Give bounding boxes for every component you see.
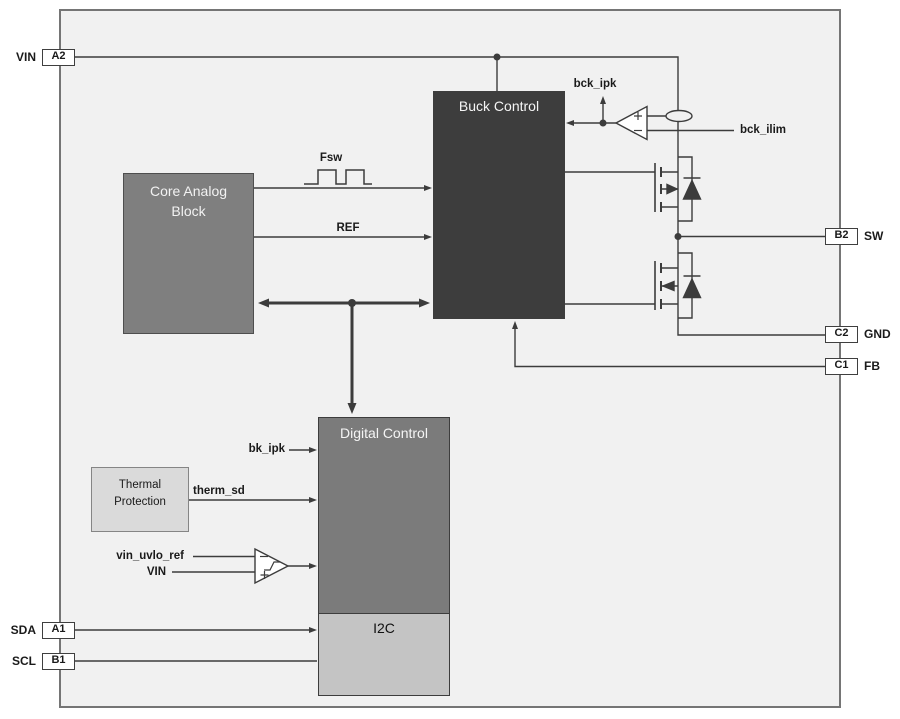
pin-label-sda: SDA <box>10 623 36 637</box>
signal-label-fsw: Fsw <box>319 152 343 164</box>
pin-ball-c2: C2 <box>825 326 858 343</box>
digital-control-block: Digital Control I2C <box>318 417 450 696</box>
pin-ball-a2: A2 <box>42 49 75 66</box>
pin-ball-b1: B1 <box>42 653 75 670</box>
digital-control-section: Digital Control <box>319 418 449 613</box>
signal-label-ref: REF <box>336 222 360 234</box>
signal-label-bck-ilim: bck_ilim <box>740 124 787 136</box>
pin-label-gnd: GND <box>864 327 891 341</box>
core-analog-block: Core Analog Block <box>123 173 254 334</box>
signal-label-bk-ipk: bk_ipk <box>248 443 285 455</box>
buck-control-block-title: Buck Control <box>458 98 540 114</box>
pin-label-vin: VIN <box>15 50 36 64</box>
i2c-section: I2C <box>319 613 449 695</box>
pin-label-scl: SCL <box>12 654 36 668</box>
signal-label-vin-uvlo-ref: vin_uvlo_ref <box>116 550 184 562</box>
pin-ball-a1: A1 <box>42 622 75 639</box>
signal-label-therm-sd: therm_sd <box>193 485 245 497</box>
i2c-section-title: I2C <box>373 620 395 636</box>
pin-ball-c1: C1 <box>825 358 858 375</box>
thermal-protection-block-title: Thermal Protection <box>114 479 166 509</box>
digital-control-block-title: Digital Control <box>340 425 428 441</box>
pin-ball-b2: B2 <box>825 228 858 245</box>
core-analog-block-title: Core Analog Block <box>149 183 228 220</box>
signal-label-vin-comp-input: VIN <box>146 566 166 578</box>
pin-label-fb: FB <box>864 359 880 373</box>
thermal-protection-block: Thermal Protection <box>91 467 189 532</box>
pin-label-sw: SW <box>864 229 884 243</box>
buck-control-block: Buck Control <box>433 91 565 319</box>
signal-label-bck-ipk: bck_ipk <box>573 78 617 90</box>
